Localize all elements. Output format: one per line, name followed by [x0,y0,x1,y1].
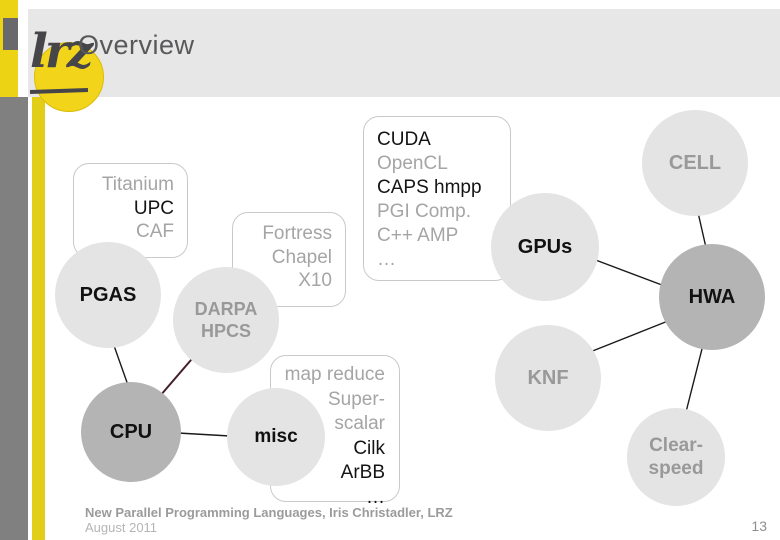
edge-knf-hwa [589,320,669,353]
footer-date: August 2011 [85,520,158,535]
node-knf: KNF [495,325,601,431]
language-label: UPC [133,197,174,219]
edge-cpu-misc [177,432,231,437]
language-label: map reduce [284,364,385,385]
node-label: HWA [688,286,736,308]
node-label: misc [254,426,298,447]
language-label: Cilk [353,437,385,459]
footer-credit: New Parallel Programming Languages, Iris… [85,505,453,520]
box-gpu-languages: CUDA OpenCL CAPS hmpp PGI Comp. C++ AMP … [363,116,511,281]
slide-title: Overview [78,30,195,60]
node-label: GPUs [517,236,573,258]
language-label: X10 [298,270,332,291]
node-label: HPCS [200,321,251,341]
edge-pgas-cpu [111,339,130,389]
node-hwa: HWA [659,244,765,350]
page-number: 13 [751,518,767,534]
node-clearspeed: Clear- speed [627,408,725,506]
language-label: Chapel [271,246,332,268]
lrz-logo-text: lrz [30,24,93,79]
lrz-logo-circle [34,42,104,112]
left-gray-bar [0,97,28,540]
language-label: ArBB [340,462,385,483]
node-cpu: CPU [81,382,181,482]
node-darpa-hpcs: DARPA HPCS [173,267,279,373]
node-cell: CELL [642,110,748,216]
language-label: CAF [136,221,174,242]
language-label: CUDA [377,129,431,150]
language-label: C++ AMP [377,225,459,246]
node-label: PGAS [79,284,137,306]
language-label: Fortress [262,223,332,244]
language-label: … [366,486,385,508]
edge-hwa-clearspeed [685,344,704,413]
node-label: KNF [527,367,569,389]
header-band [28,9,780,97]
node-label: CPU [109,421,153,443]
lrz-logo-icon: lrz [24,28,114,117]
left-accent-notch [3,18,18,50]
node-pgas: PGAS [55,242,161,348]
language-label: scalar [334,413,385,434]
language-label: … [377,249,396,270]
node-gpus: GPUs [491,193,599,301]
left-yellow-stripe [32,97,45,540]
language-label: Titanium [101,174,174,195]
box-hpcs-languages: Fortress Chapel X10 [232,212,346,307]
box-pgas-languages: Titanium UPC CAF [73,163,188,258]
language-label: PGI Comp. [377,201,471,222]
node-misc: misc [227,388,325,486]
node-label: DARPA [194,299,258,319]
language-label: CAPS hmpp [377,177,482,198]
node-label: speed [648,458,704,479]
node-label: Clear- [649,435,703,456]
node-label: CELL [668,152,722,174]
language-label: OpenCL [377,153,448,174]
edge-gpus-hwa [584,255,671,289]
language-label: Super- [327,388,385,410]
